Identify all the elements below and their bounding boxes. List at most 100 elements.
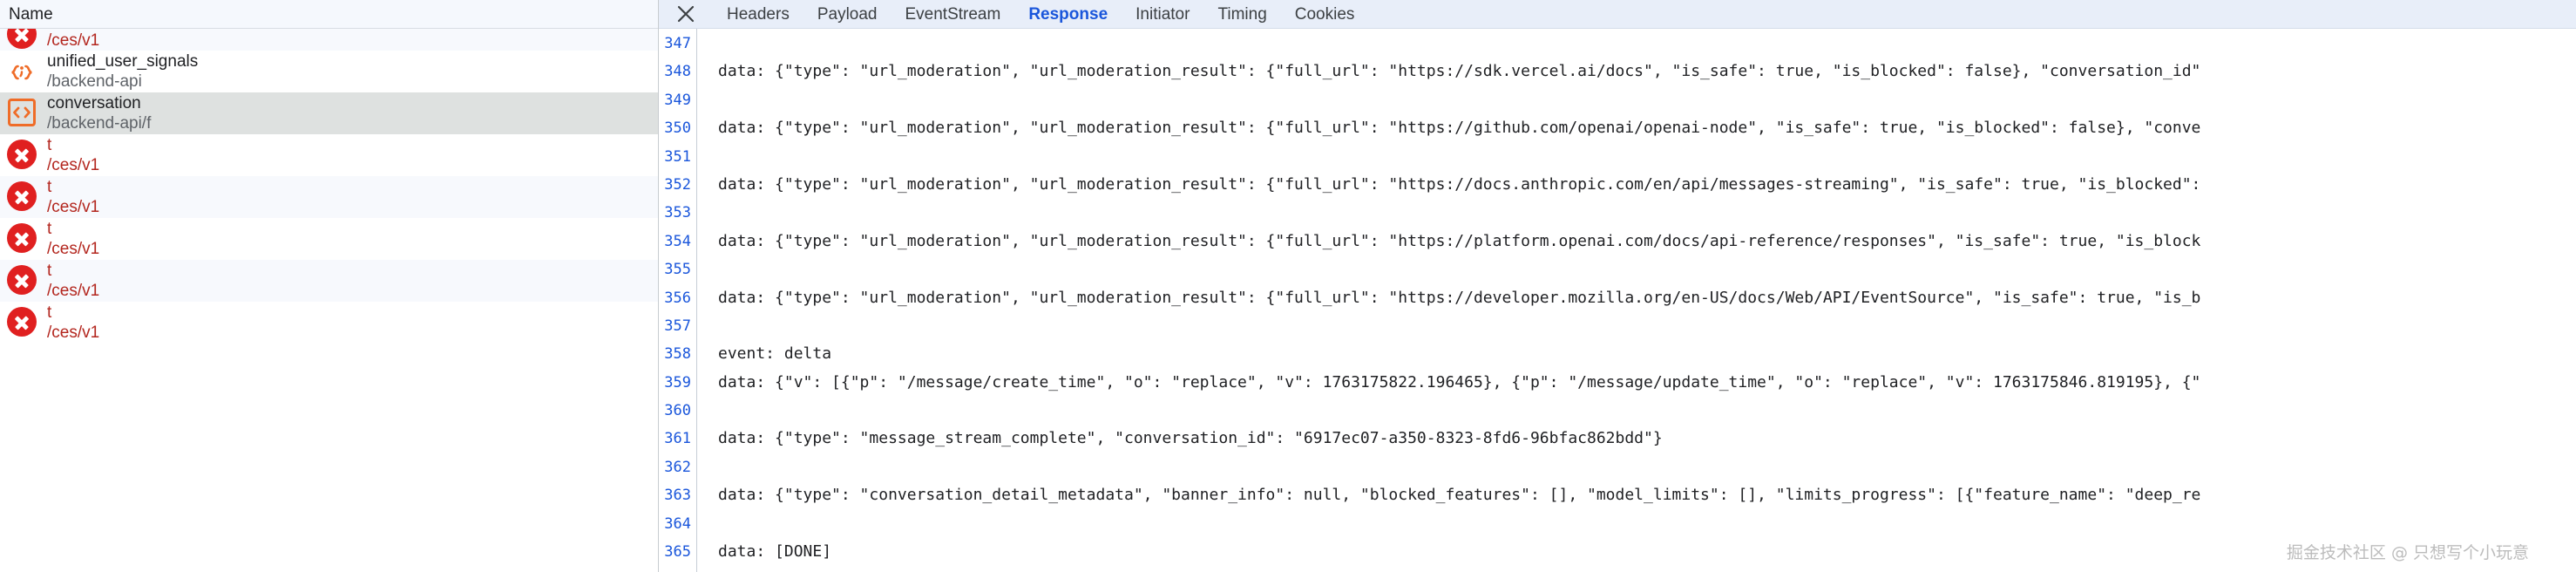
- request-type-icon: [7, 307, 38, 338]
- tab-initiator[interactable]: Initiator: [1135, 4, 1190, 24]
- column-header-name[interactable]: Name: [0, 0, 658, 29]
- line-number: 365: [664, 543, 691, 562]
- error-circle-icon: [7, 181, 37, 211]
- line-number: 349: [664, 91, 691, 109]
- code-line[interactable]: [718, 510, 2576, 538]
- line-number: 358: [664, 345, 691, 364]
- line-number: 357: [664, 317, 691, 335]
- code-line[interactable]: data: {"type": "url_moderation", "url_mo…: [718, 62, 2201, 81]
- tab-payload[interactable]: Payload: [817, 4, 878, 24]
- code-line[interactable]: [718, 255, 2576, 283]
- code-line[interactable]: data: {"type": "conversation_detail_meta…: [718, 486, 2201, 505]
- line-number: 362: [664, 458, 691, 476]
- line-number: 366: [659, 566, 696, 572]
- request-name: conversation: [47, 93, 141, 112]
- request-name: t: [47, 177, 52, 196]
- request-labels: /ces/v1: [47, 31, 99, 51]
- request-labels: conversation/backend-api/f: [47, 93, 151, 133]
- request-row[interactable]: /ces/v1: [0, 29, 658, 51]
- line-number: 350: [664, 119, 691, 138]
- request-type-icon: [7, 56, 38, 87]
- line-number: 364: [664, 514, 691, 533]
- request-type-icon: [7, 98, 38, 129]
- request-path: /ces/v1: [47, 31, 100, 50]
- request-path: /backend-api: [47, 72, 142, 91]
- tab-timing[interactable]: Timing: [1217, 4, 1267, 24]
- request-labels: t/ces/v1: [47, 219, 99, 259]
- line-number: 351: [664, 147, 691, 166]
- request-path: /backend-api/f: [47, 114, 152, 133]
- request-row[interactable]: t/ces/v1: [0, 260, 658, 302]
- tab-strip[interactable]: Headers Payload EventStream Response Initiat…: [713, 0, 1368, 29]
- error-circle-icon: [7, 29, 37, 49]
- tab-response[interactable]: Response: [1028, 4, 1108, 24]
- request-name: t: [47, 303, 52, 322]
- code-line[interactable]: [718, 30, 2576, 58]
- request-name: t: [47, 261, 52, 280]
- tab-headers[interactable]: Headers: [727, 4, 790, 24]
- line-number: 353: [664, 204, 691, 222]
- request-row[interactable]: conversation/backend-api/f: [0, 92, 658, 134]
- request-type-icon: [7, 29, 38, 51]
- request-name: t: [47, 135, 52, 154]
- error-circle-icon: [7, 265, 37, 295]
- request-detail-panel: Headers Payload EventStream Response Initiat…: [659, 0, 2576, 572]
- request-row[interactable]: t/ces/v1: [0, 218, 658, 260]
- code-line[interactable]: [718, 199, 2576, 227]
- line-number: 347: [664, 35, 691, 52]
- close-icon[interactable]: [671, 0, 701, 29]
- line-number: 354: [664, 232, 691, 250]
- tab-eventstream[interactable]: EventStream: [905, 4, 1001, 24]
- line-number: 356: [664, 289, 691, 307]
- line-number: 360: [664, 402, 691, 420]
- code-line[interactable]: data: {"type": "url_moderation", "url_mo…: [718, 288, 2201, 307]
- code-line[interactable]: data: {"type": "message_stream_complete"…: [718, 429, 1663, 448]
- code-line[interactable]: [718, 143, 2576, 171]
- request-path: /ces/v1: [47, 323, 100, 342]
- code-line[interactable]: [718, 566, 2576, 572]
- code-line[interactable]: [718, 397, 2576, 425]
- detail-tabbar[interactable]: Headers Payload EventStream Response Initiat…: [659, 0, 2576, 29]
- error-circle-icon: [7, 223, 37, 253]
- request-row[interactable]: t/ces/v1: [0, 302, 658, 344]
- request-path: /ces/v1: [47, 156, 100, 174]
- line-number: 352: [664, 175, 691, 194]
- response-body-viewer[interactable]: 347 348 349 350 351 352 353 354 355 356 357 358 359 3…: [659, 29, 2576, 572]
- request-name: t: [47, 219, 52, 238]
- code-line[interactable]: [718, 453, 2576, 481]
- line-number: 348: [664, 63, 691, 81]
- line-number: 361: [664, 430, 691, 448]
- line-number-gutter: 347 348 349 350 351 352 353 354 355 356 357 358 359 3…: [659, 29, 697, 572]
- request-row[interactable]: t/ces/v1: [0, 176, 658, 218]
- request-name: unified_user_signals: [47, 51, 199, 71]
- request-path: /ces/v1: [47, 240, 100, 258]
- request-row[interactable]: unified_user_signals/backend-api: [0, 51, 658, 92]
- request-row[interactable]: t/ces/v1: [0, 134, 658, 176]
- request-labels: t/ces/v1: [47, 303, 99, 343]
- code-line[interactable]: data: [DONE]: [718, 542, 832, 562]
- request-type-icon: [7, 265, 38, 296]
- line-number: 359: [664, 373, 691, 392]
- request-path: /ces/v1: [47, 198, 100, 216]
- code-line[interactable]: [718, 86, 2576, 114]
- request-labels: unified_user_signals/backend-api: [47, 51, 198, 92]
- code-line[interactable]: data: {"v": [{"p": "/message/create_time…: [718, 372, 2201, 392]
- error-circle-icon: [7, 307, 37, 337]
- error-circle-icon: [7, 140, 37, 169]
- code-line[interactable]: data: {"type": "url_moderation", "url_mo…: [718, 231, 2201, 250]
- code-line[interactable]: event: delta: [718, 344, 832, 364]
- request-labels: t/ces/v1: [47, 177, 99, 217]
- request-labels: t/ces/v1: [47, 261, 99, 301]
- code-line[interactable]: data: {"type": "url_moderation", "url_mo…: [718, 174, 2201, 194]
- json-braces-icon: [7, 56, 38, 85]
- code-line[interactable]: [718, 312, 2576, 340]
- request-type-icon: [7, 140, 38, 171]
- code-line[interactable]: data: {"type": "url_moderation", "url_mo…: [718, 119, 2201, 138]
- line-number: 355: [664, 261, 691, 279]
- response-code-lines[interactable]: data: {"type": "url_moderation", "url_mo…: [697, 29, 2576, 572]
- request-path: /ces/v1: [47, 282, 100, 300]
- tab-cookies[interactable]: Cookies: [1294, 4, 1355, 24]
